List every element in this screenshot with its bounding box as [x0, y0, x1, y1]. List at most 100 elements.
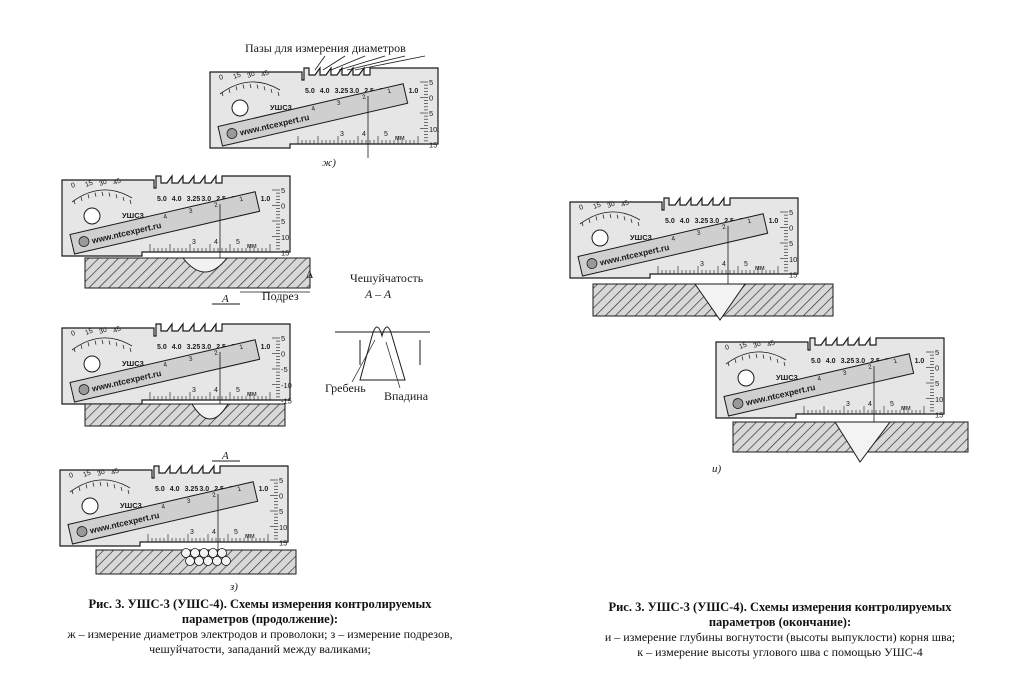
diameter-label: 3.25 [335, 88, 349, 95]
multi-pass-bead [212, 556, 222, 566]
gauge-hole [83, 207, 101, 225]
gauge: 0153045УШС35.04.03.253.02.52.01.21.05051… [59, 464, 289, 556]
angle-tick [122, 196, 125, 202]
angle-tick [776, 358, 779, 364]
gauge-hole [81, 497, 99, 515]
angle-tick [242, 84, 245, 89]
diameter-label: 3.0 [201, 344, 211, 351]
angle-tick [113, 484, 116, 489]
slider-body [723, 353, 915, 417]
bottom-scale-label: 5 [236, 387, 240, 394]
multi-pass-bead [181, 548, 191, 558]
angle-label: 30 [752, 341, 762, 350]
slider-number: 4 [311, 105, 316, 113]
gauge-model: УШС3 [270, 103, 292, 112]
diameter-label: 1.0 [261, 196, 271, 203]
angle-tick [129, 199, 132, 205]
diameter-label: 4.0 [172, 344, 182, 351]
right-scale-label: -15 [281, 396, 292, 405]
right-scale-label: 0 [935, 364, 939, 373]
angle-tick [87, 194, 90, 199]
left-caption: Рис. 3. УШС-3 (УШС-4). Схемы измерения к… [40, 597, 480, 657]
gauge: 0153045УШС35.04.03.253.02.52.01.21.05051… [715, 336, 945, 428]
slider-logo [78, 384, 90, 395]
angle-tick [71, 489, 74, 495]
angle-tick [277, 91, 280, 97]
bottom-scale-label: 5 [744, 261, 748, 268]
angle-arc [69, 479, 131, 493]
diameter-label: 4.0 [172, 196, 182, 203]
angle-arc [725, 351, 787, 365]
weld-bead [191, 403, 229, 420]
angle-tick [595, 216, 598, 221]
gauge: 0153045УШС35.04.03.253.02.52.01.21.05051… [209, 66, 439, 158]
angle-tick [588, 218, 591, 224]
angle-tick [263, 86, 266, 91]
right-scale-label: 10 [935, 395, 943, 404]
angle-label: 15 [738, 342, 748, 351]
slider-number: 2 [361, 94, 366, 102]
bottom-scale-label: 3 [192, 239, 196, 246]
bottom-scale-label: 5 [236, 239, 240, 246]
angle-label: 15 [84, 328, 94, 337]
angle-tick [73, 199, 76, 205]
slider-number: 3 [188, 207, 193, 215]
angle-label: 0 [70, 182, 76, 190]
grooves-pointer [322, 55, 346, 71]
angle-tick [80, 196, 83, 202]
grooves-label: Пазы для измерения диаметров [245, 41, 406, 55]
diameter-label: 3.25 [841, 358, 855, 365]
right-scale-label: 15 [429, 140, 437, 149]
bottom-scale-label: 4 [722, 261, 726, 268]
diameter-label: 3.0 [855, 358, 865, 365]
angle-tick [602, 214, 605, 219]
bottom-scale-label: 4 [868, 401, 872, 408]
angle-label: 0 [70, 330, 76, 338]
angle-arc [71, 337, 133, 351]
angle-label: 45 [110, 468, 120, 477]
crest-leader [351, 339, 376, 383]
angle-tick [87, 342, 90, 347]
section-crests [371, 326, 393, 338]
right-caption-line-1: и – измерение глубины вогнутости (высоты… [604, 630, 956, 644]
diameter-label: 3.0 [349, 88, 359, 95]
angle-tick [249, 83, 252, 89]
angle-label: 0 [578, 204, 584, 212]
gauge: 0153045УШС35.04.03.253.02.52.01.21.05051… [61, 174, 291, 266]
bottom-scale-label: 3 [192, 387, 196, 394]
right-scale-label: 5 [281, 334, 285, 343]
angle-tick [616, 214, 619, 219]
diameter-label: 3.0 [199, 486, 209, 493]
diameter-label: 1.0 [915, 358, 925, 365]
angle-label: 0 [218, 74, 224, 82]
angle-arc [71, 189, 133, 203]
angle-tick [228, 88, 231, 94]
angle-tick [129, 347, 132, 353]
right-scale-label: 5 [935, 379, 939, 388]
bottom-scale-label: 3 [190, 529, 194, 536]
angle-tick [99, 481, 102, 487]
right-scale-label: 0 [281, 350, 285, 359]
slider-body [577, 213, 769, 277]
diameter-label: 1.0 [259, 486, 269, 493]
gauge-model: УШС3 [120, 501, 142, 510]
angle-tick [727, 361, 730, 367]
slider-body [67, 481, 259, 545]
angle-tick [108, 340, 111, 345]
angle-label: 45 [260, 70, 270, 79]
angle-tick [94, 340, 97, 345]
angle-label: 15 [82, 470, 92, 479]
section-profile [359, 335, 421, 381]
right-caption-line-2: к – измерение высоты углового шва с помо… [637, 645, 923, 659]
right-scale-label: 15 [281, 248, 289, 257]
scaliness-label: Чешуйчатость [350, 271, 424, 285]
multi-pass-bead [199, 548, 209, 558]
right-scale-label: 0 [789, 224, 793, 233]
right-caption-title-2: параметров (окончание): [708, 615, 852, 629]
base-plate [84, 403, 286, 427]
diameter-label: 4.0 [320, 88, 330, 95]
angle-arc [219, 81, 281, 95]
right-scale-label: 5 [935, 348, 939, 357]
angle-label: 15 [592, 202, 602, 211]
angle-label: 45 [112, 178, 122, 187]
